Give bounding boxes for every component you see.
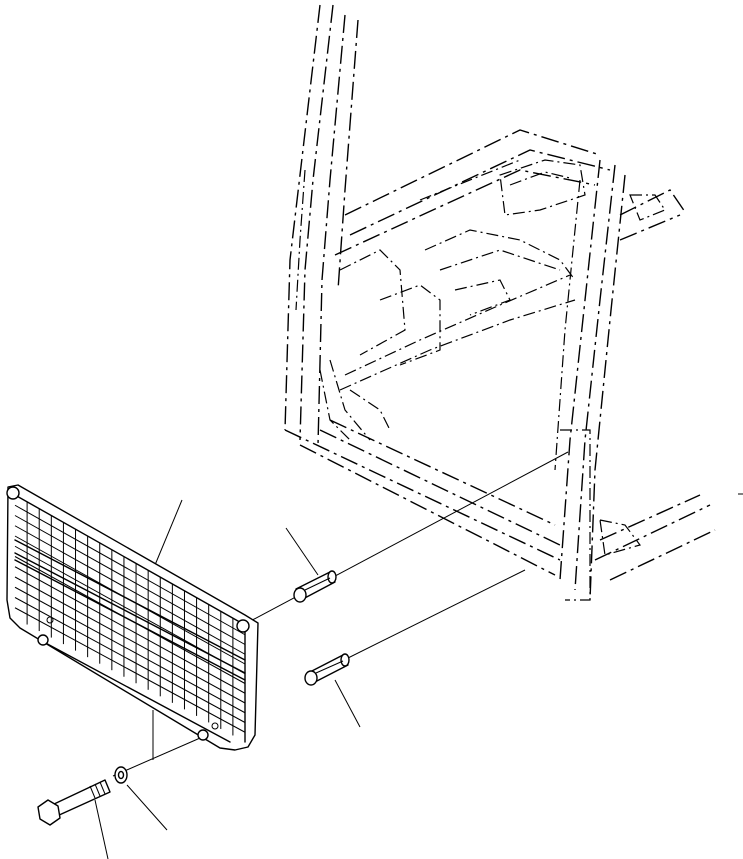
lower-pin — [304, 653, 350, 686]
mesh-wire-horizontal — [14, 525, 246, 655]
upper-pin — [293, 570, 337, 603]
mesh-wire-horizontal — [14, 576, 246, 704]
mesh-wire-horizontal — [14, 504, 246, 636]
mesh-wire-horizontal — [14, 515, 246, 645]
washer — [114, 766, 128, 784]
mesh-grid — [14, 501, 246, 736]
mesh-guard — [6, 484, 259, 751]
cab-frame-phantom — [284, 4, 716, 601]
bolt — [37, 779, 111, 826]
mesh-wire-horizontal — [14, 607, 246, 733]
mesh-wire-horizontal — [14, 586, 246, 714]
mesh-wire-horizontal — [14, 597, 246, 723]
mesh-wire-horizontal — [14, 566, 246, 694]
